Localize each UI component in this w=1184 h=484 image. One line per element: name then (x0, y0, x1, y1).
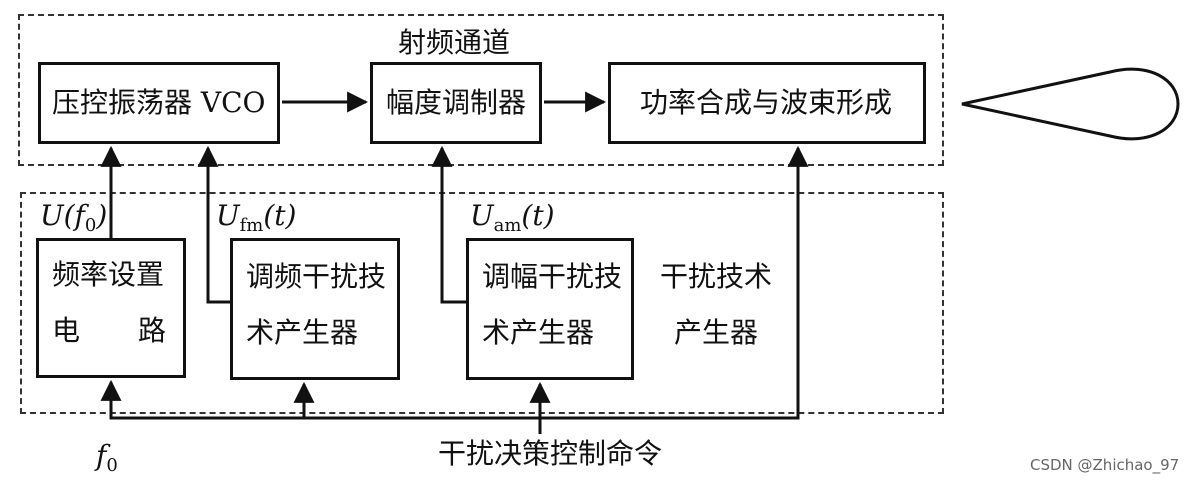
jamming-generator-group (20, 192, 944, 414)
am-gen-box (466, 238, 634, 380)
rf-channel-group (18, 14, 944, 166)
am-gen-line1: 调幅干扰技 (482, 260, 623, 293)
power-beam-label: 功率合成与波束形成 (640, 86, 893, 119)
watermark: CSDN @Zhichao_97 (1030, 456, 1180, 474)
fm-gen-line1: 调频干扰技 (246, 260, 387, 293)
am-modulator-label: 幅度调制器 (386, 86, 527, 119)
fm-gen-line2: 术产生器 (246, 316, 359, 349)
u-am-label: Uam(t) (470, 199, 555, 237)
freq-set-line2a: 电 (52, 314, 81, 347)
am-gen-line2: 术产生器 (482, 316, 595, 349)
arrow-am-to-modulator (431, 145, 466, 304)
am-modulator-box (370, 62, 542, 144)
vco-box (38, 62, 280, 144)
other-gen-line1: 干扰技术 (660, 260, 773, 293)
command-label: 干扰决策控制命令 (438, 437, 663, 470)
freq-set-line2b: 路 (138, 314, 167, 347)
beam-lobe-shape (961, 67, 1180, 141)
command-bus (109, 145, 809, 420)
freq-set-box (36, 238, 186, 378)
fm-gen-box (230, 238, 400, 380)
u-f0-label: U(f0) (40, 199, 108, 237)
u-fm-label: Ufm(t) (216, 199, 297, 237)
other-gen-line2: 产生器 (674, 316, 759, 349)
arrow-fm-to-vco (197, 145, 230, 304)
f0-label: f0 (96, 439, 118, 477)
vco-label: 压控振荡器 VCO (52, 86, 266, 119)
power-beam-box (608, 62, 926, 144)
freq-set-line1: 频率设置 (52, 258, 165, 291)
rf-channel-title: 射频通道 (398, 26, 511, 59)
